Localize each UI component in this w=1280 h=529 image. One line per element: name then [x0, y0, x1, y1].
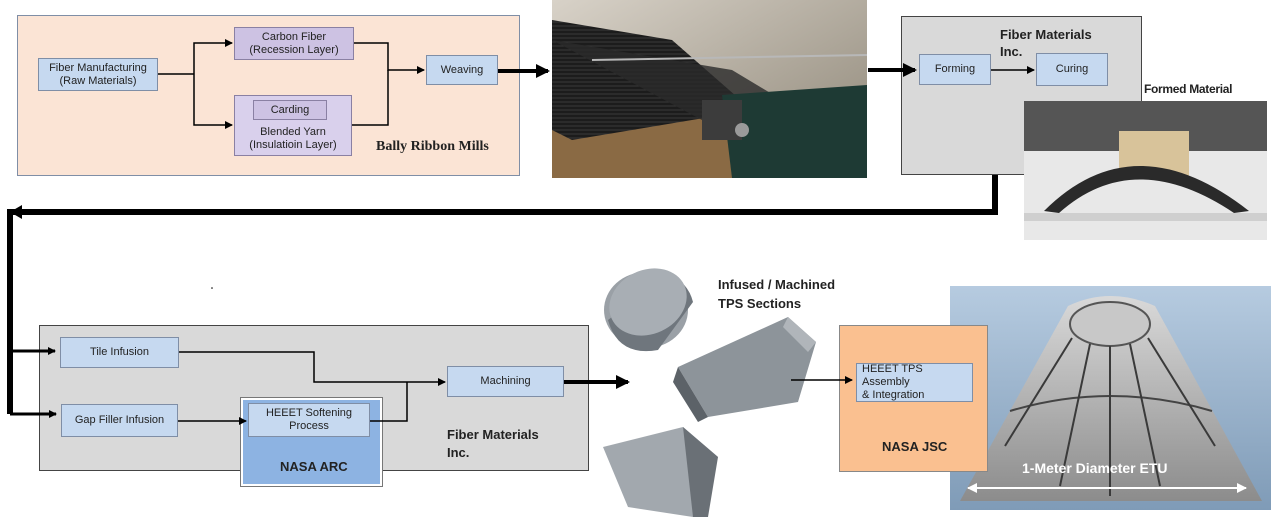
heeet-assembly-box: HEEET TPS Assembly & Integration [856, 363, 973, 402]
tps-sections-line2: TPS Sections [718, 296, 802, 311]
heeet-softening-line2: Process [289, 420, 329, 432]
weaving-photo [552, 0, 867, 178]
gap-filler-infusion-box: Gap Filler Infusion [61, 404, 178, 437]
carbon-fiber-line1: Carbon Fiber [261, 30, 327, 43]
forming-box: Forming [919, 54, 991, 85]
carding-box: Carding [253, 100, 327, 120]
heeet-softening-line1: HEEET Softening [265, 407, 352, 419]
gap-filler-infusion-label: Gap Filler Infusion [74, 414, 165, 426]
carding-label: Carding [270, 103, 310, 116]
carbon-fiber-box: Carbon Fiber (Recession Layer) [234, 27, 354, 60]
heeet-softening-box: HEEET Softening Process [248, 403, 370, 437]
heeet-assembly-line2: & Integration [862, 389, 925, 401]
formed-material-photo [1024, 101, 1267, 240]
heeet-assembly-line1: HEEET TPS Assembly [862, 363, 923, 388]
fiber-materials-top-line2: Inc. [1000, 44, 1023, 59]
nasa-jsc-label: NASA JSC [882, 439, 948, 454]
fiber-materials-top-panel [901, 16, 1142, 175]
nasa-arc-label: NASA ARC [280, 459, 348, 474]
fiber-materials-bottom-line2: Inc. [447, 445, 470, 460]
tps-sections-label: Infused / Machined TPS Sections [718, 275, 835, 313]
fiber-manufacturing-line1: Fiber Manufacturing [49, 61, 147, 74]
tile-infusion-box: Tile Infusion [60, 337, 179, 368]
forming-label: Forming [934, 63, 976, 75]
carbon-fiber-line2: (Recession Layer) [249, 43, 339, 56]
fiber-manufacturing-line2: (Raw Materials) [59, 74, 137, 87]
fiber-materials-top-line1: Fiber Materials [1000, 27, 1092, 42]
fiber-manufacturing-box: Fiber Manufacturing (Raw Materials) [38, 58, 158, 91]
etu-label: 1-Meter Diameter ETU [1022, 460, 1168, 476]
blended-yarn-line2: (Insulatioin Layer) [249, 139, 337, 151]
fiber-materials-top-label: Fiber Materials Inc. [1000, 26, 1092, 60]
bally-ribbon-mills-label: Bally Ribbon Mills [376, 139, 489, 154]
tps-sections-line1: Infused / Machined [718, 277, 836, 292]
blended-yarn-line1: Blended Yarn [260, 126, 326, 138]
weaving-box: Weaving [426, 55, 498, 85]
curing-box: Curing [1036, 53, 1108, 86]
curing-label: Curing [1055, 63, 1089, 75]
machining-box: Machining [447, 366, 564, 397]
fiber-materials-bottom-label: Fiber Materials Inc. [447, 426, 539, 462]
weaving-label: Weaving [440, 63, 484, 76]
fiber-materials-bottom-line1: Fiber Materials [447, 427, 539, 442]
formed-material-label: Formed Material [1144, 82, 1233, 96]
etu-photo [950, 286, 1271, 510]
machining-label: Machining [480, 375, 531, 387]
tile-infusion-label: Tile Infusion [90, 346, 149, 358]
